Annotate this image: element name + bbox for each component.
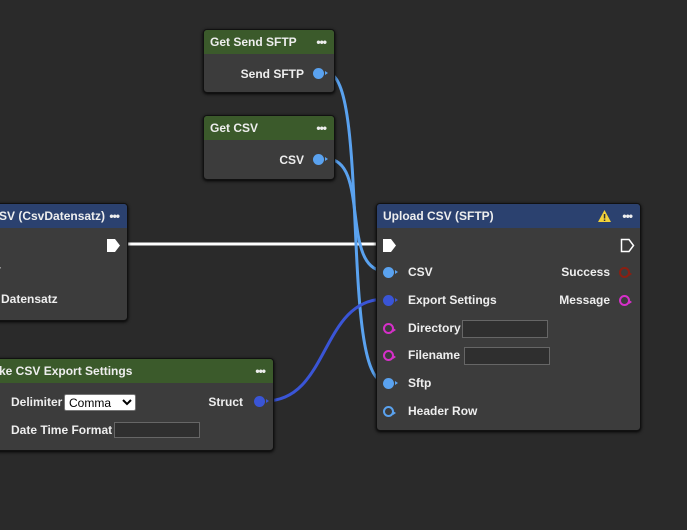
filename-input[interactable] bbox=[464, 347, 550, 365]
sftp-in-pin[interactable] bbox=[383, 378, 398, 389]
warning-icon[interactable] bbox=[597, 209, 612, 223]
more-icon[interactable]: ••• bbox=[316, 35, 327, 49]
exec-in-pin[interactable] bbox=[382, 238, 397, 253]
send-sftp-pin[interactable] bbox=[313, 68, 328, 79]
more-icon[interactable]: ••• bbox=[255, 364, 266, 378]
sftp-wire bbox=[326, 71, 386, 384]
directory-input[interactable] bbox=[462, 320, 548, 338]
success-out-pin[interactable] bbox=[619, 267, 632, 278]
input-label: Filename bbox=[408, 348, 461, 362]
more-icon[interactable]: ••• bbox=[622, 209, 633, 223]
exec-out-pin[interactable] bbox=[106, 238, 121, 253]
header-row-in-pin[interactable] bbox=[383, 406, 396, 417]
input-label: Directory bbox=[408, 321, 461, 335]
exec-out-pin[interactable] bbox=[620, 238, 635, 253]
get-csv-node[interactable]: Get CSV ••• CSV bbox=[203, 115, 335, 180]
input-label: CSV bbox=[408, 265, 433, 279]
message-out-pin[interactable] bbox=[619, 295, 632, 306]
output-label: Success bbox=[561, 265, 610, 279]
output-label: CSV bbox=[279, 153, 304, 167]
directory-in-pin[interactable] bbox=[383, 323, 396, 334]
output-label: Message bbox=[559, 293, 610, 307]
node-title: ke CSV Export Settings bbox=[0, 364, 133, 378]
input-label: Header Row bbox=[408, 404, 478, 418]
make-csv-export-settings-node[interactable]: ke CSV Export Settings ••• Delimiter Comm… bbox=[0, 358, 274, 451]
upload-csv-sftp-node[interactable]: Upload CSV (SFTP) ••• CSV Export Setting… bbox=[376, 203, 641, 431]
export-settings-wire bbox=[264, 297, 386, 403]
csv-in-pin[interactable] bbox=[383, 267, 398, 278]
node-title: Get Send SFTP bbox=[210, 35, 297, 49]
more-icon[interactable]: ••• bbox=[109, 209, 120, 223]
input-label: Sftp bbox=[408, 376, 432, 390]
node-title: Upload CSV (SFTP) bbox=[383, 209, 494, 223]
input-label: Export Settings bbox=[408, 293, 497, 307]
csv-datensatz-node[interactable]: SV (CsvDatensatz)••• - Datensatz bbox=[0, 203, 128, 321]
filename-in-pin[interactable] bbox=[383, 350, 396, 361]
struct-label: Struct bbox=[208, 395, 243, 409]
datetime-label: Date Time Format bbox=[11, 423, 113, 437]
csv-wire bbox=[326, 157, 386, 273]
row-label: - bbox=[0, 259, 1, 275]
node-title: Get CSV bbox=[210, 121, 259, 135]
delimiter-label: Delimiter bbox=[11, 395, 63, 409]
node-title: SV (CsvDatensatz) bbox=[0, 209, 106, 223]
csv-pin[interactable] bbox=[313, 154, 328, 165]
delimiter-select[interactable]: Comma bbox=[64, 394, 136, 411]
get-send-sftp-node[interactable]: Get Send SFTP ••• Send SFTP bbox=[203, 29, 335, 93]
struct-pin[interactable] bbox=[254, 396, 269, 407]
more-icon[interactable]: ••• bbox=[316, 121, 327, 135]
datensatz-label: Datensatz bbox=[1, 292, 58, 306]
output-label: Send SFTP bbox=[240, 67, 304, 81]
datetime-input[interactable] bbox=[114, 422, 200, 438]
export-settings-in-pin[interactable] bbox=[383, 295, 398, 306]
